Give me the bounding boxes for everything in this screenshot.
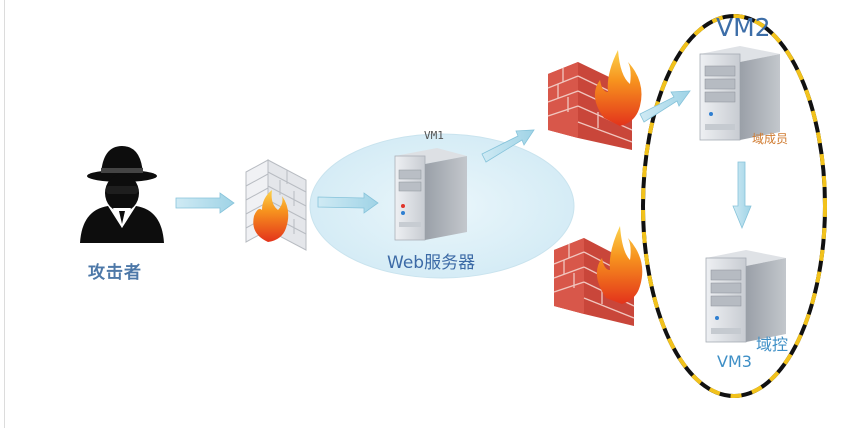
- red-firewall-icon-top: [547, 50, 642, 150]
- server-icon-vm1: [394, 148, 467, 241]
- domain-controller-label: 域控: [756, 335, 789, 354]
- flame-icon: [596, 226, 643, 304]
- flame-icon: [253, 190, 289, 242]
- arrow-attacker-to-firewall: [175, 192, 235, 214]
- hacker-icon: [80, 146, 164, 243]
- arrow-web-to-firewall: [481, 129, 535, 163]
- gray-firewall-icon: [245, 159, 307, 251]
- vm3-label: VM3: [717, 352, 752, 371]
- domain-ring: [641, 14, 827, 398]
- left-border-line: [4, 0, 5, 428]
- domain-member-label: 域成员: [752, 132, 789, 146]
- red-firewall-icon-bottom: [553, 226, 643, 326]
- vm1-label: VM1: [424, 129, 444, 142]
- arrow-firewall-to-web: [317, 192, 379, 214]
- server-icon-vm2: [699, 46, 780, 141]
- arrow-vm2-to-vm3: [732, 161, 752, 230]
- arrow-firewall-to-vm2: [639, 90, 691, 123]
- vm2-label: VM2: [716, 13, 771, 42]
- attacker-label: 攻击者: [88, 263, 142, 283]
- web-server-label: Web服务器: [387, 253, 476, 273]
- server-icon-vm3: [705, 250, 786, 343]
- flame-icon: [594, 50, 642, 126]
